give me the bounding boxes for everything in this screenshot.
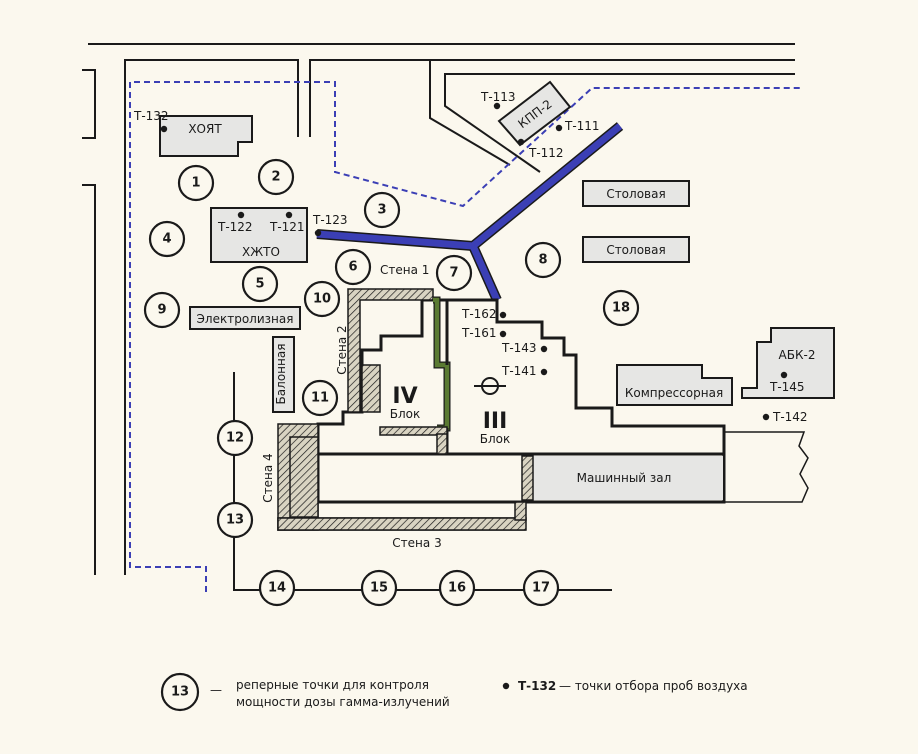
wall-1-label: Стена 1 [380,263,429,277]
sample-t141: Т-141 [501,364,537,378]
reference-point-circle [363,191,401,229]
building-stolovaya-1: Столовая [582,180,690,207]
sample-t145: Т-145 [769,380,805,394]
block-iii-numeral: III [483,409,508,434]
sample-t161: Т-161 [461,326,497,340]
reference-point-circle [177,164,215,202]
sample-t143: Т-143 [501,341,537,355]
wall-4-label: Стена 4 [261,453,275,502]
reference-point-circle [602,289,640,327]
reference-point-circle [524,241,562,279]
reference-point-label: 17 [532,581,550,596]
reference-point-label: 1 [191,176,200,191]
reference-point-label: 8 [538,253,547,268]
reference-point-label: 6 [348,260,357,275]
sample-t162: Т-162 [461,307,497,321]
reference-point-circle [334,248,372,286]
reference-point-label: 4 [162,232,171,247]
reference-point-label: 5 [255,277,264,292]
reference-point-label: 14 [268,581,286,596]
building-kompressornaya: Компрессорная [616,364,733,406]
building-electroliznaya: Электролизная [189,306,301,330]
reference-point-label: 11 [311,391,329,406]
reference-point-label: 16 [448,581,466,596]
reference-point-circle [257,158,295,196]
stolovaya-1-label: Столовая [606,187,665,201]
legend-ref-line2: мощности дозы гамма-излучений [236,695,450,709]
block-iv-label: Блок [390,407,421,421]
reference-point-circle [301,379,339,417]
sample-t132: Т-132 [133,109,169,123]
reference-point-label: 9 [157,303,166,318]
legend: 13 — реперные точки для контроля мощност… [160,672,748,712]
legend-ref-circle [160,672,200,712]
reference-point-circle [258,569,296,607]
building-balonnaya: Балонная [272,336,295,413]
reference-point-circle [241,265,279,303]
legend-ref-line1: реперные точки для контроля [236,678,429,692]
balonnaya-label: Балонная [274,344,288,405]
reactor-complex: Машинный зал IV Блок III Блок [277,288,809,531]
pipeline [316,122,624,251]
block-iv-numeral: IV [392,384,417,409]
reference-point-circle [143,291,181,329]
sample-t123: Т-123 [312,213,348,227]
wall-3-label: Стена 3 [392,536,441,550]
sample-t121: Т-121 [269,220,305,234]
reference-point-circle [216,419,254,457]
reference-point-label: 7 [449,266,458,281]
reference-point-circle [438,569,476,607]
hzhto-label: ХЖТО [242,245,280,259]
sample-t113: Т-113 [480,90,516,104]
building-hoyat: ХОЯТ [159,115,253,157]
reference-point-circle [435,254,473,292]
sample-t111: Т-111 [564,119,600,133]
reference-point-label: 3 [377,203,386,218]
sample-t112: Т-112 [528,146,564,160]
legend-sample-dot [502,682,510,690]
roads [82,43,795,591]
reference-point-label: 13 [226,513,244,528]
wall-2-label: Стена 2 [335,325,349,374]
reference-point-label: 15 [370,581,388,596]
legend-dash: — [210,683,222,697]
stolovaya-2-label: Столовая [606,243,665,257]
kompressornaya-label: Компрессорная [625,386,723,400]
building-stolovaya-2: Столовая [582,236,690,263]
reference-point-label: 18 [612,301,630,316]
perimeter-fence [129,81,800,592]
sample-t122: Т-122 [217,220,253,234]
legend-sample-label: Т-132 [518,679,556,693]
building-abk: АБК-2 [741,327,835,399]
mashinny-zal-label: Машинный зал [577,471,672,485]
sample-t142: Т-142 [772,410,808,424]
hoyat-label: ХОЯТ [188,122,222,136]
block-iii-label: Блок [480,432,511,446]
building-hzhto: ХЖТО [210,207,308,263]
reference-point-circle [303,280,341,318]
reference-point-circle [522,569,560,607]
abk-label: АБК-2 [779,348,816,362]
reference-point-circle [216,501,254,539]
reference-point-label: 2 [271,170,280,185]
sampling-points: Т-132 Т-113 Т-111 Т-112 Т-122 Т-121 Т-12… [133,90,808,424]
reference-point-circle [360,569,398,607]
legend-ref-number: 13 [171,685,189,700]
electroliznaya-label: Электролизная [197,312,294,326]
reference-point-label: 10 [313,292,331,307]
reference-point-circle [148,220,186,258]
reference-point-label: 12 [226,431,244,446]
legend-sample-desc: — точки отбора проб воздуха [559,679,748,693]
